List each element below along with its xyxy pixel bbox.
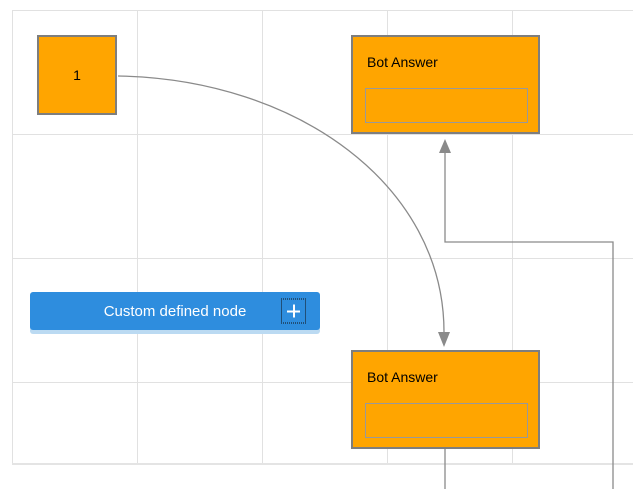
node-bot-answer-top[interactable]: Bot Answer — [351, 35, 540, 134]
node-start-label: 1 — [73, 67, 81, 83]
node-bot-answer-bottom[interactable]: Bot Answer — [351, 350, 540, 449]
bot-answer-bottom-input[interactable] — [365, 403, 528, 438]
add-icon[interactable] — [281, 298, 306, 324]
custom-defined-node-button[interactable]: Custom defined node — [30, 292, 320, 330]
bot-answer-top-title: Bot Answer — [367, 54, 438, 70]
node-start[interactable]: 1 — [37, 35, 117, 115]
custom-defined-node-label: Custom defined node — [103, 302, 247, 320]
bot-answer-top-input[interactable] — [365, 88, 528, 123]
bot-answer-bottom-title: Bot Answer — [367, 369, 438, 385]
plus-bar-horizontal — [287, 310, 300, 312]
